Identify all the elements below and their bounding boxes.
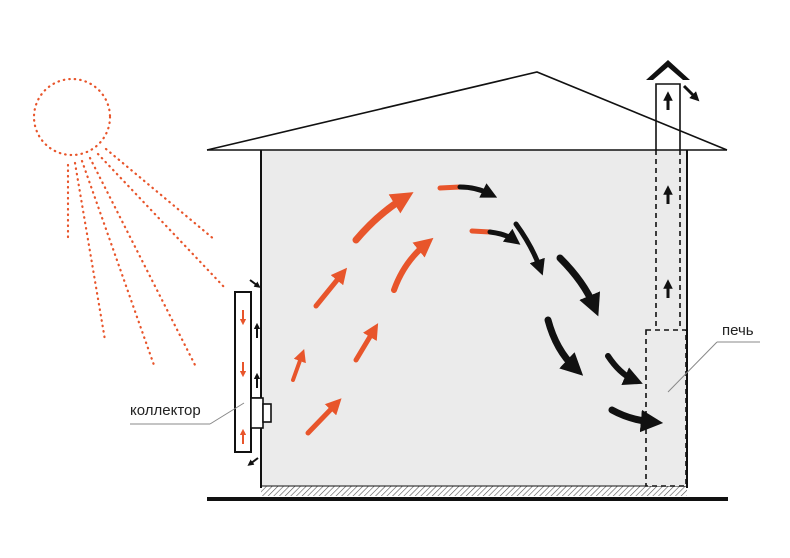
- sun-ray-icon: [73, 161, 107, 342]
- stove-leader-line: [667, 341, 718, 393]
- air-flow-arrow-icon: [249, 279, 261, 288]
- sun-ray-icon: [104, 147, 217, 242]
- air-flow-arrow-icon: [457, 183, 498, 198]
- air-flow-arrow-icon: [313, 267, 348, 309]
- air-flow-arrow-icon: [353, 323, 379, 363]
- sun-ray-icon: [88, 156, 197, 367]
- collector-label: коллектор: [130, 402, 201, 419]
- air-flow-arrow-icon: [513, 221, 545, 276]
- chimney-cap-icon: [646, 60, 690, 80]
- sun-icon: [32, 77, 112, 157]
- air-flow-arrow-icon: [291, 348, 306, 382]
- room-interior: [261, 150, 687, 486]
- air-flow-arrow-icon: [608, 406, 664, 433]
- air-flow-arrow-icon: [544, 316, 584, 376]
- sun-rays: [66, 147, 227, 370]
- air-flow-arrow-icon: [605, 353, 643, 386]
- warm-air-flow: [291, 184, 493, 436]
- air-flow-arrow-icon: [247, 457, 259, 466]
- collector-side-arrows: [247, 279, 261, 466]
- sun-ray-icon: [96, 152, 227, 290]
- collector-leader-line: [209, 402, 245, 425]
- stove: [645, 329, 687, 487]
- floor-insulation: [261, 486, 687, 496]
- roof: [206, 71, 728, 151]
- chimney: [655, 83, 681, 330]
- cool-air-flow: [457, 183, 664, 433]
- air-flow-arrow-icon: [305, 398, 342, 436]
- sun-ray-icon: [80, 159, 157, 370]
- air-flow-arrow-icon: [556, 254, 601, 317]
- stove-label: печь: [722, 322, 754, 339]
- air-flow-arrow-icon: [352, 192, 414, 244]
- smoke-exit-arrow-icon: [682, 84, 700, 102]
- air-flow-arrow-icon: [391, 237, 434, 293]
- air-flow-arrow-icon: [487, 228, 521, 245]
